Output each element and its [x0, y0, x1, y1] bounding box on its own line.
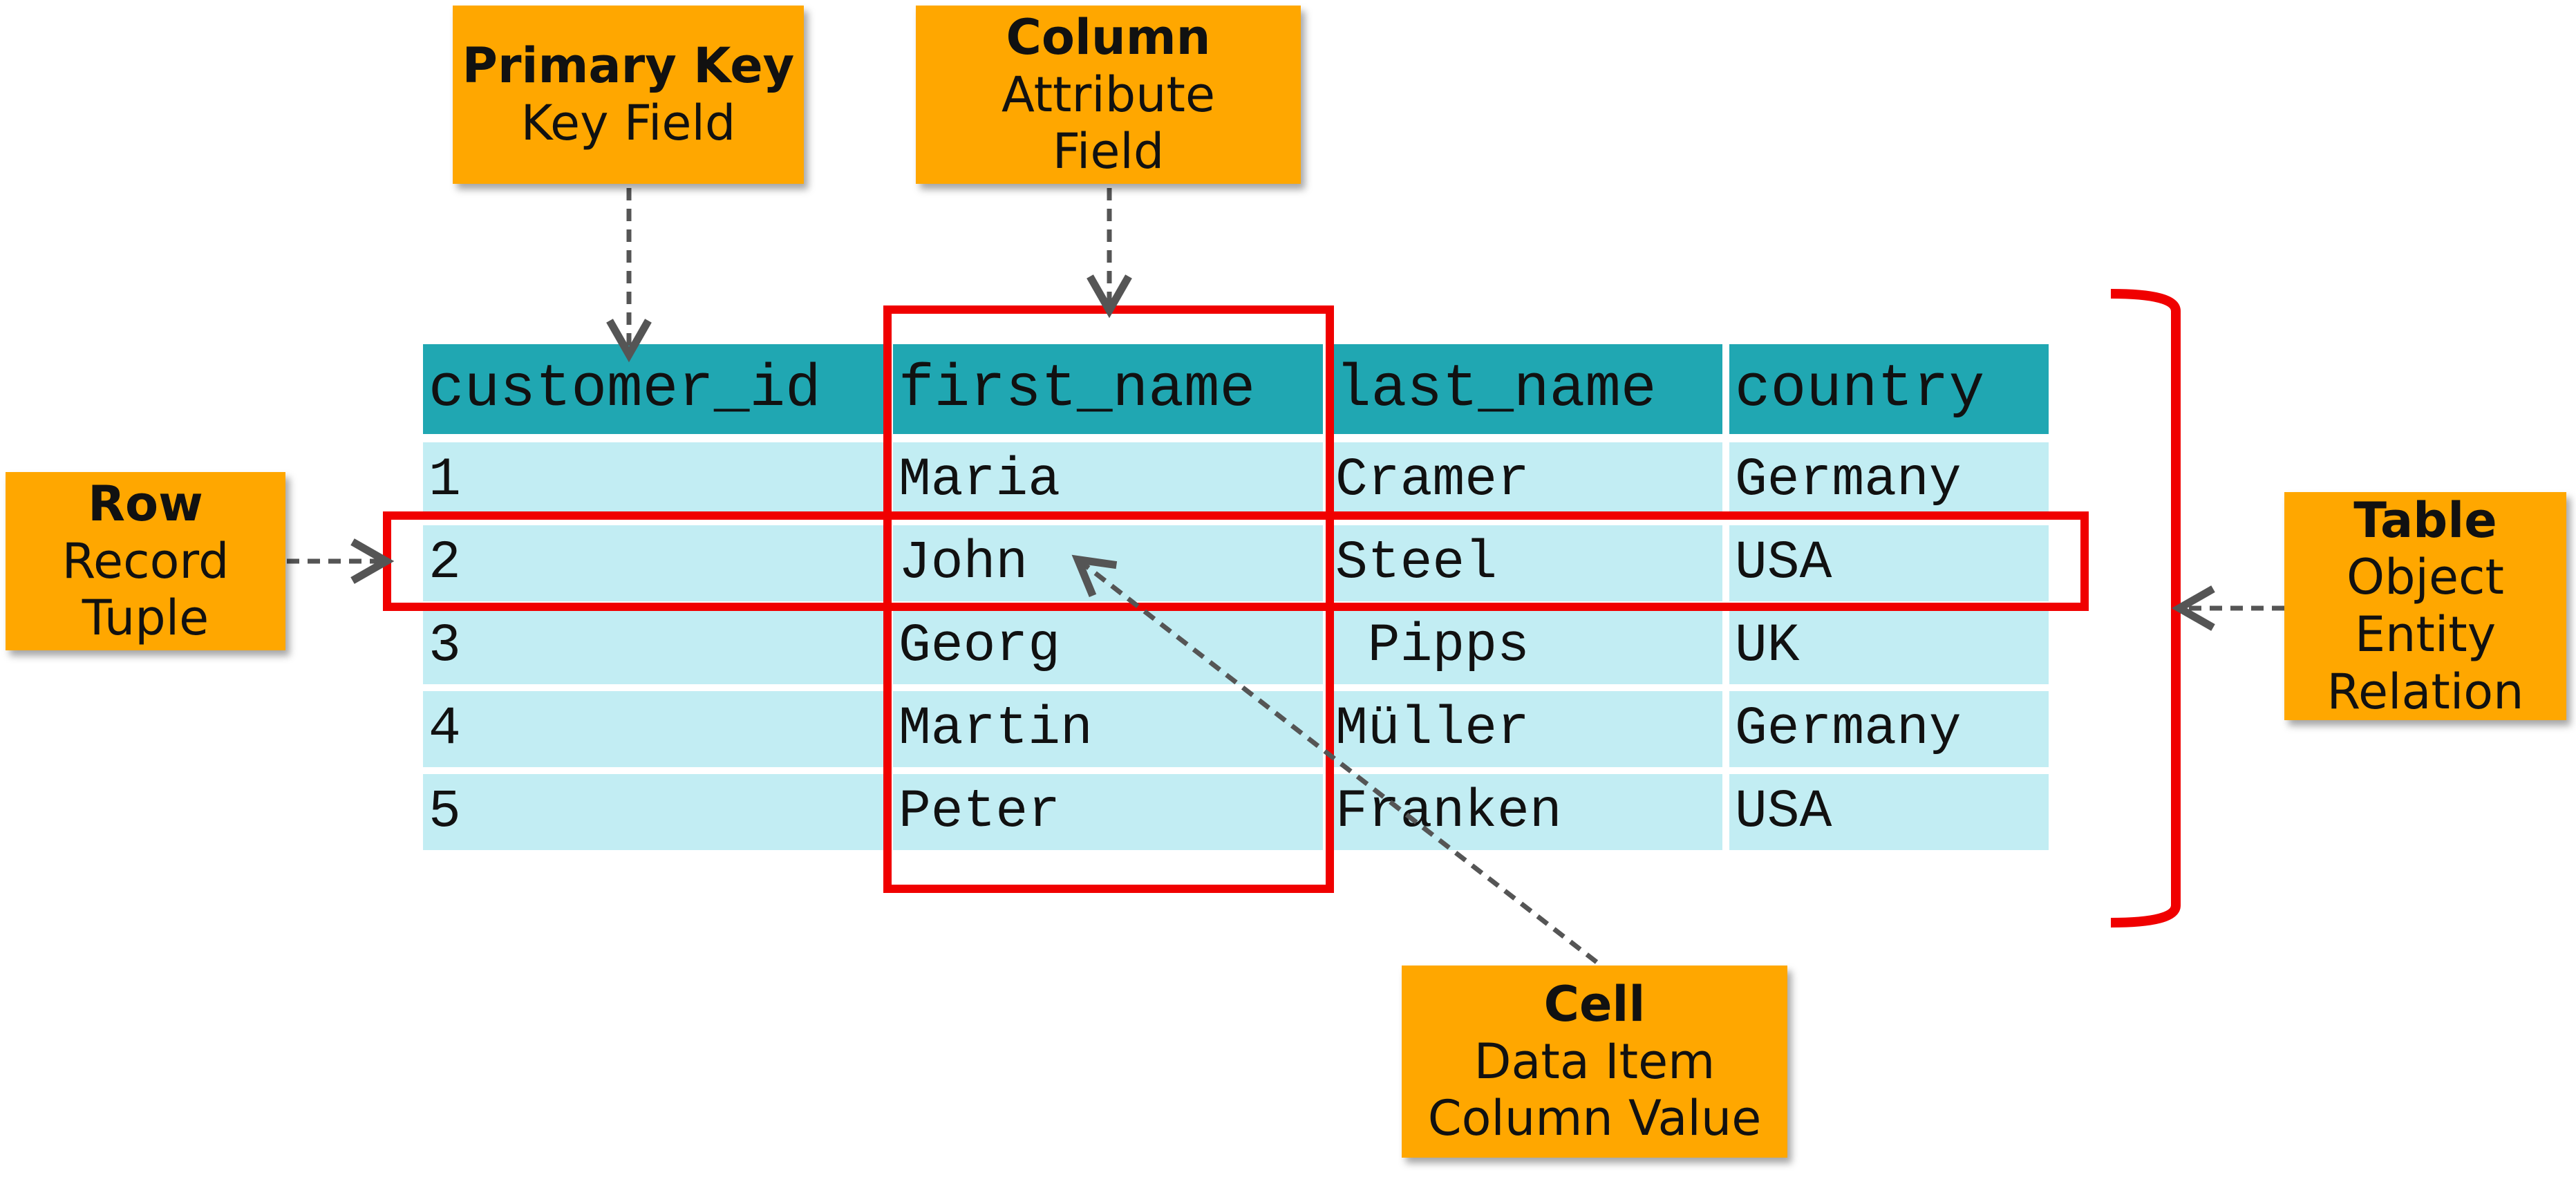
table-cell: Franken	[1330, 774, 1722, 850]
table-cell: Steel	[1330, 525, 1722, 601]
table-cell: Müller	[1330, 691, 1722, 767]
table-bracket	[2110, 289, 2181, 928]
column-callout: Column Attribute Field	[916, 6, 1301, 184]
row-line: Tuple	[82, 590, 209, 647]
table-cell: John	[893, 525, 1323, 601]
column-header-customer-id: customer_id	[423, 344, 886, 434]
table-cell: Maria	[893, 442, 1323, 518]
table-cell: Martin	[893, 691, 1323, 767]
row-title: Row	[88, 475, 203, 533]
column-line: Field	[1052, 123, 1165, 180]
table-cell: UK	[1729, 608, 2049, 684]
table-cell: Georg	[893, 608, 1323, 684]
row-line: Record	[62, 532, 229, 590]
cell-title: Cell	[1543, 976, 1646, 1033]
table-line: Entity	[2354, 606, 2497, 663]
table-cell: Germany	[1729, 442, 2049, 518]
table-line: Object	[2347, 549, 2504, 606]
table-cell: Peter	[893, 774, 1323, 850]
table-line: Relation	[2326, 663, 2524, 720]
cell-line: Data Item	[1474, 1033, 1715, 1090]
table-cell: Germany	[1729, 691, 2049, 767]
table-cell: USA	[1729, 525, 2049, 601]
table-cell: 1	[423, 442, 886, 518]
column-header-first-name: first_name	[893, 344, 1323, 434]
table-callout: Table Object Entity Relation	[2284, 492, 2566, 720]
row-callout: Row Record Tuple	[6, 472, 285, 650]
column-line: Attribute	[1001, 66, 1216, 123]
column-header-country: country	[1729, 344, 2049, 434]
primary-key-callout: Primary Key Key Field	[453, 6, 804, 184]
cell-line: Column Value	[1427, 1090, 1762, 1147]
table-cell: Cramer	[1330, 442, 1722, 518]
table-cell: Pipps	[1330, 608, 1722, 684]
column-title: Column	[1006, 9, 1211, 66]
table-cell: 4	[423, 691, 886, 767]
table-title: Table	[2353, 491, 2497, 549]
cell-callout: Cell Data Item Column Value	[1402, 966, 1787, 1158]
table-cell: 3	[423, 608, 886, 684]
primary-key-title: Primary Key	[462, 37, 795, 95]
table-cell: 2	[423, 525, 886, 601]
column-header-last-name: last_name	[1330, 344, 1722, 434]
primary-key-line: Key Field	[520, 95, 736, 151]
table-cell: 5	[423, 774, 886, 850]
table-cell: USA	[1729, 774, 2049, 850]
